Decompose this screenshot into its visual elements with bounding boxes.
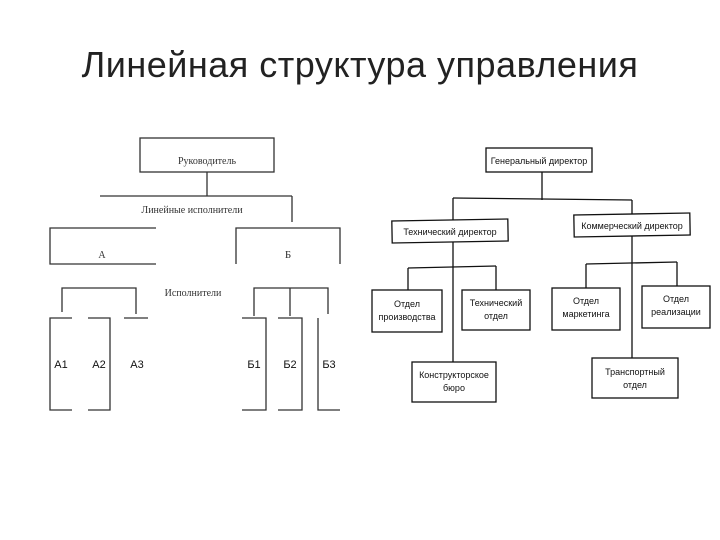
left-diagram-labels: Руководитель Линейные исполнители А Б Ис… [54, 156, 335, 371]
b1-box [242, 317, 267, 411]
sales-dept-box [641, 285, 711, 329]
commercial-director-box [573, 212, 691, 238]
tech-director-label: Технический директор [403, 227, 496, 237]
right-org-chart [371, 147, 711, 403]
sales-dept-label-1: Отдел [663, 294, 689, 304]
head-box [139, 137, 275, 173]
a2-box [88, 317, 111, 411]
technical-dept-label-2: отдел [484, 311, 508, 321]
commercial-director-label: Коммерческий директор [581, 221, 682, 231]
a2-label: А2 [92, 359, 105, 371]
sales-dept-label-2: реализации [651, 307, 701, 317]
production-dept-label-1: Отдел [394, 299, 420, 309]
production-dept-label-2: производства [378, 312, 435, 322]
b3-label: Б3 [322, 359, 335, 371]
a3-label: А3 [130, 359, 143, 371]
group-a-box [49, 227, 156, 265]
technical-dept-box [461, 289, 531, 331]
technical-dept-label-1: Технический [470, 298, 522, 308]
tech-director-box [391, 218, 509, 244]
b1-label: Б1 [247, 359, 260, 371]
b2-box [278, 317, 303, 411]
group-b-label: Б [285, 249, 291, 261]
transport-dept-label-1: Транспортный [605, 367, 665, 377]
ceo-box [485, 147, 593, 173]
left-linear-diagram [49, 137, 341, 411]
ceo-label: Генеральный директор [491, 156, 588, 166]
transport-dept-box [591, 357, 679, 399]
transport-dept-label-2: отдел [623, 380, 647, 390]
marketing-dept-label-1: Отдел [573, 296, 599, 306]
group-b-box [235, 227, 341, 264]
b2-label: Б2 [283, 359, 296, 371]
design-bureau-label-2: бюро [443, 383, 465, 393]
marketing-dept-label-2: маркетинга [562, 309, 609, 319]
executors-label: Исполнители [165, 288, 222, 299]
line-executors-label: Линейные исполнители [141, 205, 243, 216]
a1-label: А1 [54, 359, 67, 371]
head-label: Руководитель [178, 156, 237, 167]
slide-title: Линейная структура управления [81, 44, 639, 85]
right-chart-labels: Генеральный директор Технический директо… [378, 156, 700, 393]
group-a-label: А [98, 250, 106, 261]
design-bureau-label-1: Конструкторское [419, 370, 489, 380]
design-bureau-box [411, 361, 497, 403]
b3-box [317, 318, 340, 411]
a1-box [49, 317, 72, 411]
production-dept-box [371, 289, 443, 333]
marketing-dept-box [551, 287, 621, 331]
